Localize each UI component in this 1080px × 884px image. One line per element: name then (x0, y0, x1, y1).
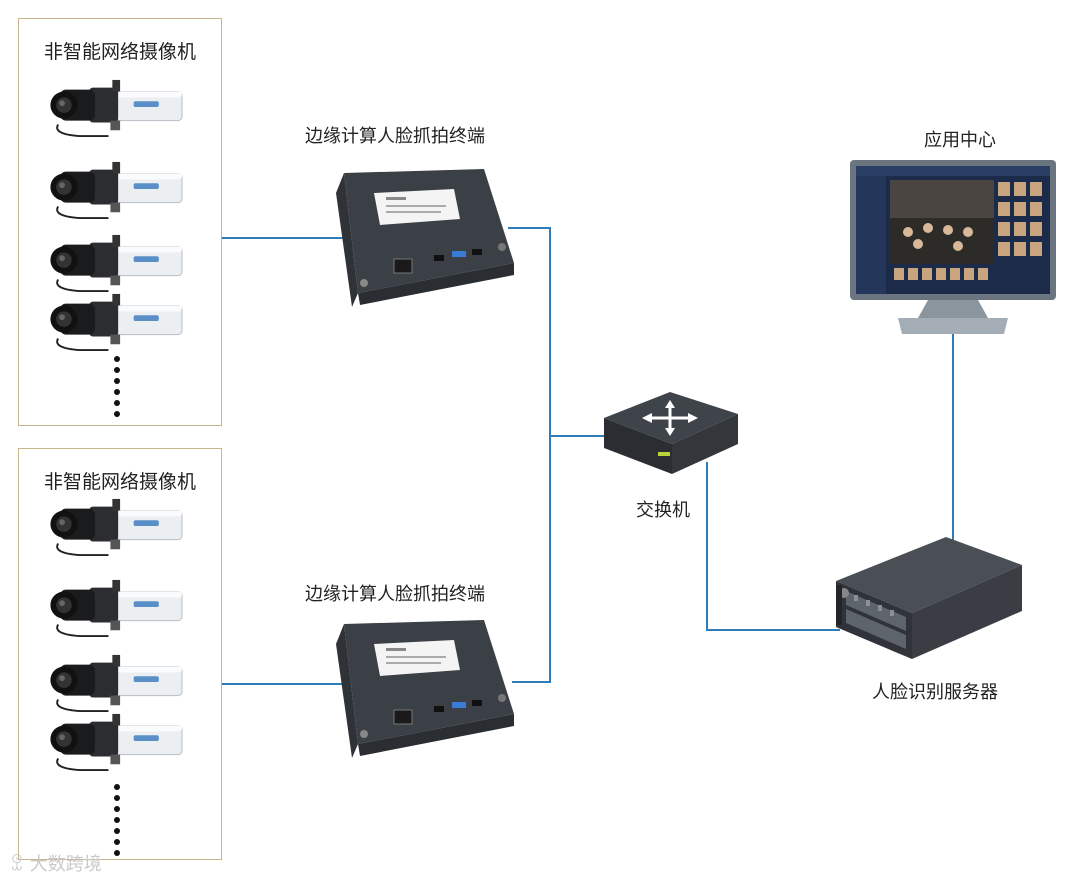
watermark-text: 大数跨境 (29, 854, 102, 875)
edge-terminal-device (335, 619, 515, 759)
edge-terminal-label: 边缘计算人脸抓拍终端 (305, 126, 485, 147)
network-switch-icon (604, 392, 738, 474)
camera-icon (49, 497, 183, 557)
monitor-icon (850, 160, 1056, 334)
face-server-label: 人脸识别服务器 (872, 682, 998, 703)
camera-icon (49, 292, 183, 352)
server-icon (836, 537, 1022, 659)
watermark: ꀾ 大数跨境 (10, 850, 102, 876)
camera-icon (49, 712, 183, 772)
wire-switch-server (706, 462, 840, 631)
camera-group-title: 非智能网络摄像机 (43, 41, 196, 63)
camera-icon (49, 160, 183, 220)
wire-terminal1-bus (508, 227, 551, 683)
more-cameras-ellipsis (112, 784, 122, 861)
camera-group-1: 非智能网络摄像机 (18, 18, 222, 426)
app-center-label: 应用中心 (924, 130, 996, 151)
camera-group-title: 非智能网络摄像机 (43, 471, 196, 493)
more-cameras-ellipsis (112, 356, 122, 422)
camera-icon (49, 78, 183, 138)
camera-icon (49, 578, 183, 638)
camera-icon (49, 233, 183, 293)
camera-icon (49, 653, 183, 713)
switch-label: 交换机 (636, 500, 690, 521)
edge-terminal-device (335, 168, 515, 308)
edge-terminal-label: 边缘计算人脸抓拍终端 (305, 584, 485, 605)
watermark-logo-icon: ꀾ (10, 854, 30, 875)
